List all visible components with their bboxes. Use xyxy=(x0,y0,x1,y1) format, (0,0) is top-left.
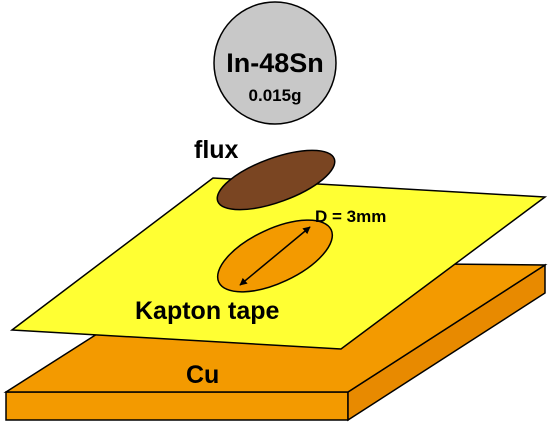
cu-label: Cu xyxy=(186,361,219,389)
solder-ball-label: In-48Sn xyxy=(226,48,324,78)
flux-label: flux xyxy=(194,136,239,164)
hole-diameter-label: D = 3mm xyxy=(315,207,386,226)
solder-ball xyxy=(213,1,337,125)
flux-blob xyxy=(216,149,336,211)
kapton-tape-label: Kapton tape xyxy=(135,297,280,325)
hole-diameter-arrow xyxy=(239,226,311,286)
cu-substrate-front-face xyxy=(5,391,349,421)
solder-ball-mass-label: 0.015g xyxy=(249,86,302,105)
